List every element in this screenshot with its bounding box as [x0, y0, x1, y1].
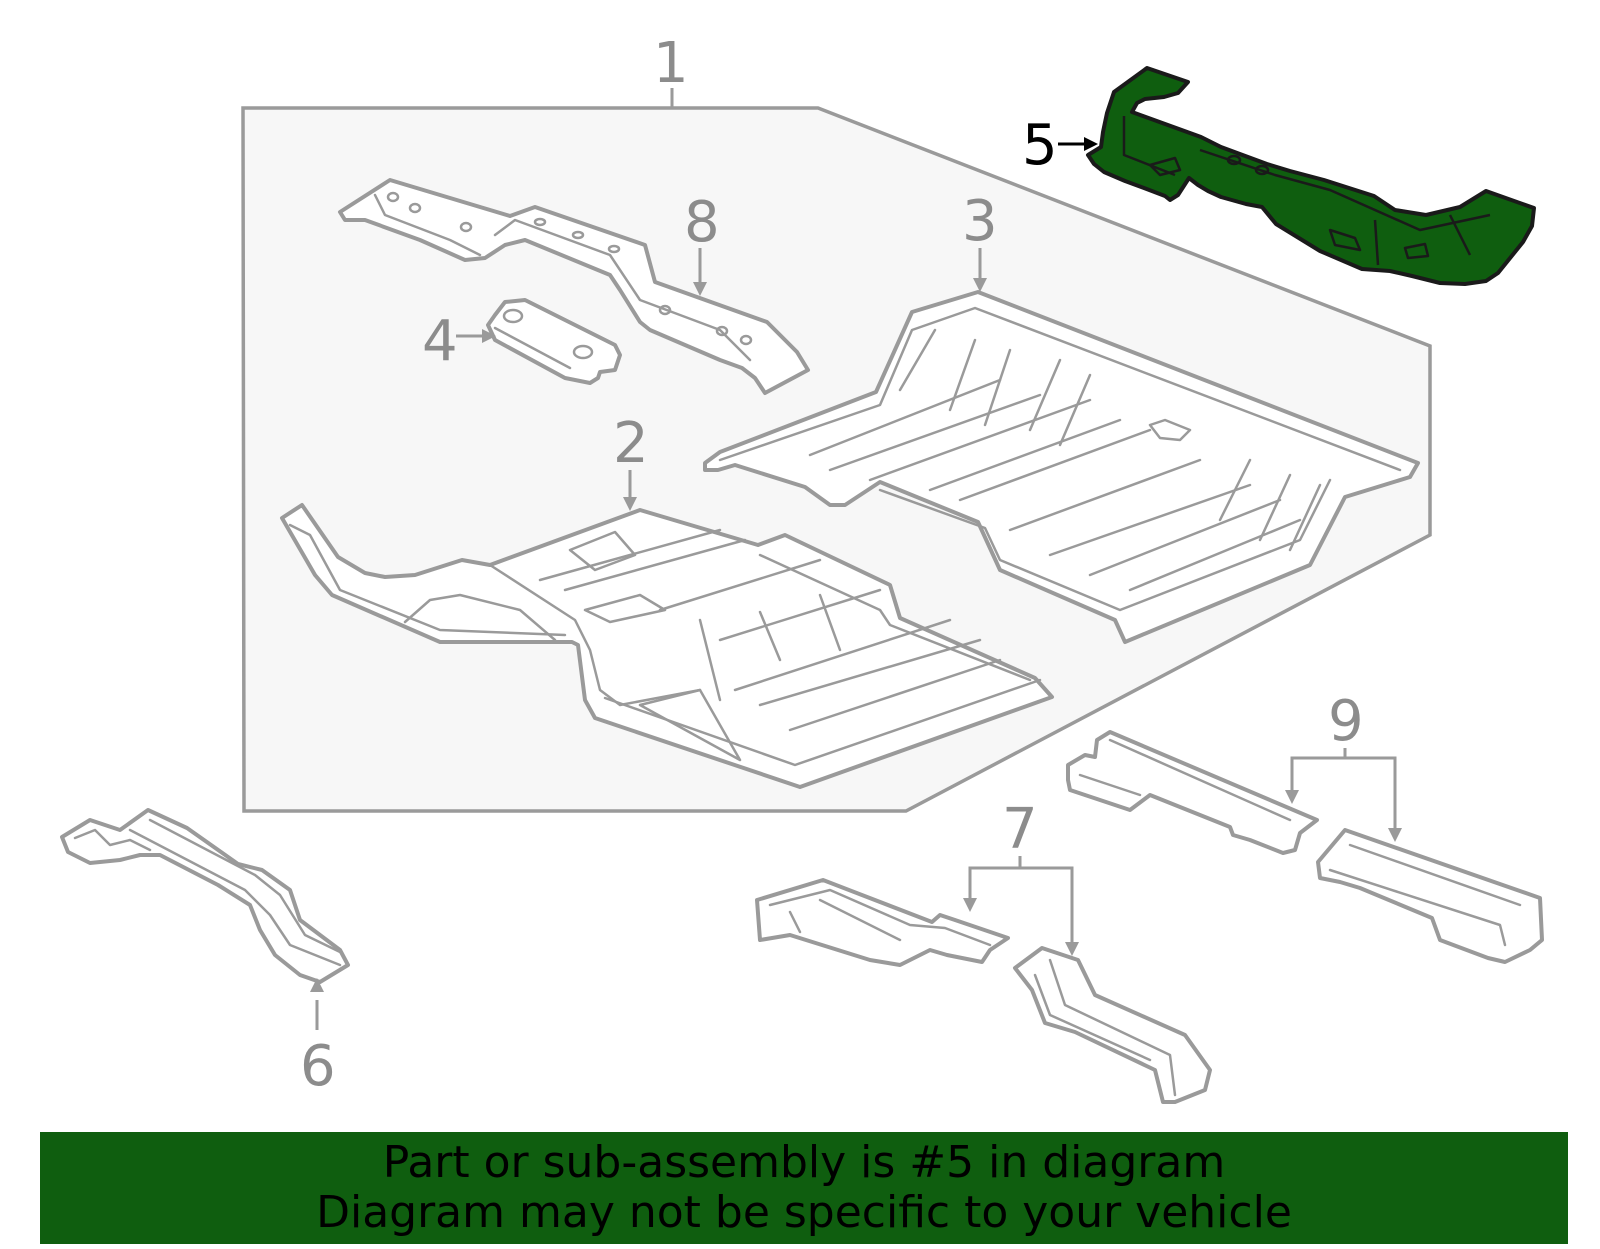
part-2[interactable] [280, 503, 1054, 789]
callout-5: 5 [1022, 113, 1058, 178]
leader-3-arrowhead [973, 278, 987, 292]
banner-background [40, 1132, 1568, 1244]
part-7-left[interactable] [755, 878, 1010, 967]
callout-4: 4 [422, 309, 458, 374]
leader-7-arrowhead-b [1065, 942, 1079, 956]
banner-line-1: Part or sub-assembly is #5 in diagram [382, 1137, 1226, 1188]
part-8[interactable] [338, 178, 810, 395]
leader-5-arrowhead [1084, 137, 1098, 151]
callout-8: 8 [684, 190, 720, 255]
callout-7: 7 [1002, 797, 1038, 862]
leader-8-arrowhead [693, 282, 707, 296]
callout-3: 3 [962, 189, 998, 254]
callout-9: 9 [1328, 689, 1364, 754]
leader-6-arrowhead [310, 978, 324, 992]
part-9-left[interactable] [1066, 730, 1319, 855]
part-6[interactable] [60, 808, 350, 984]
leader-9-arrowhead-b [1388, 828, 1402, 842]
part-9-right[interactable] [1316, 828, 1544, 964]
callout-2: 2 [613, 411, 649, 476]
info-banner: Part or sub-assembly is #5 in diagram Di… [40, 1132, 1568, 1244]
leader-9-arrowhead-a [1285, 790, 1299, 804]
leader-4-arrowhead [482, 329, 496, 343]
leader-7-arrowhead-a [963, 898, 977, 912]
callout-6: 6 [300, 1034, 336, 1099]
part-3[interactable] [703, 290, 1420, 644]
part-7-right[interactable] [1013, 946, 1212, 1104]
part-5-highlighted[interactable] [1086, 66, 1536, 286]
banner-line-2: Diagram may not be specific to your vehi… [316, 1187, 1292, 1238]
leader-2-arrowhead [623, 497, 637, 511]
part-4[interactable] [486, 298, 622, 385]
callout-1: 1 [653, 31, 689, 96]
